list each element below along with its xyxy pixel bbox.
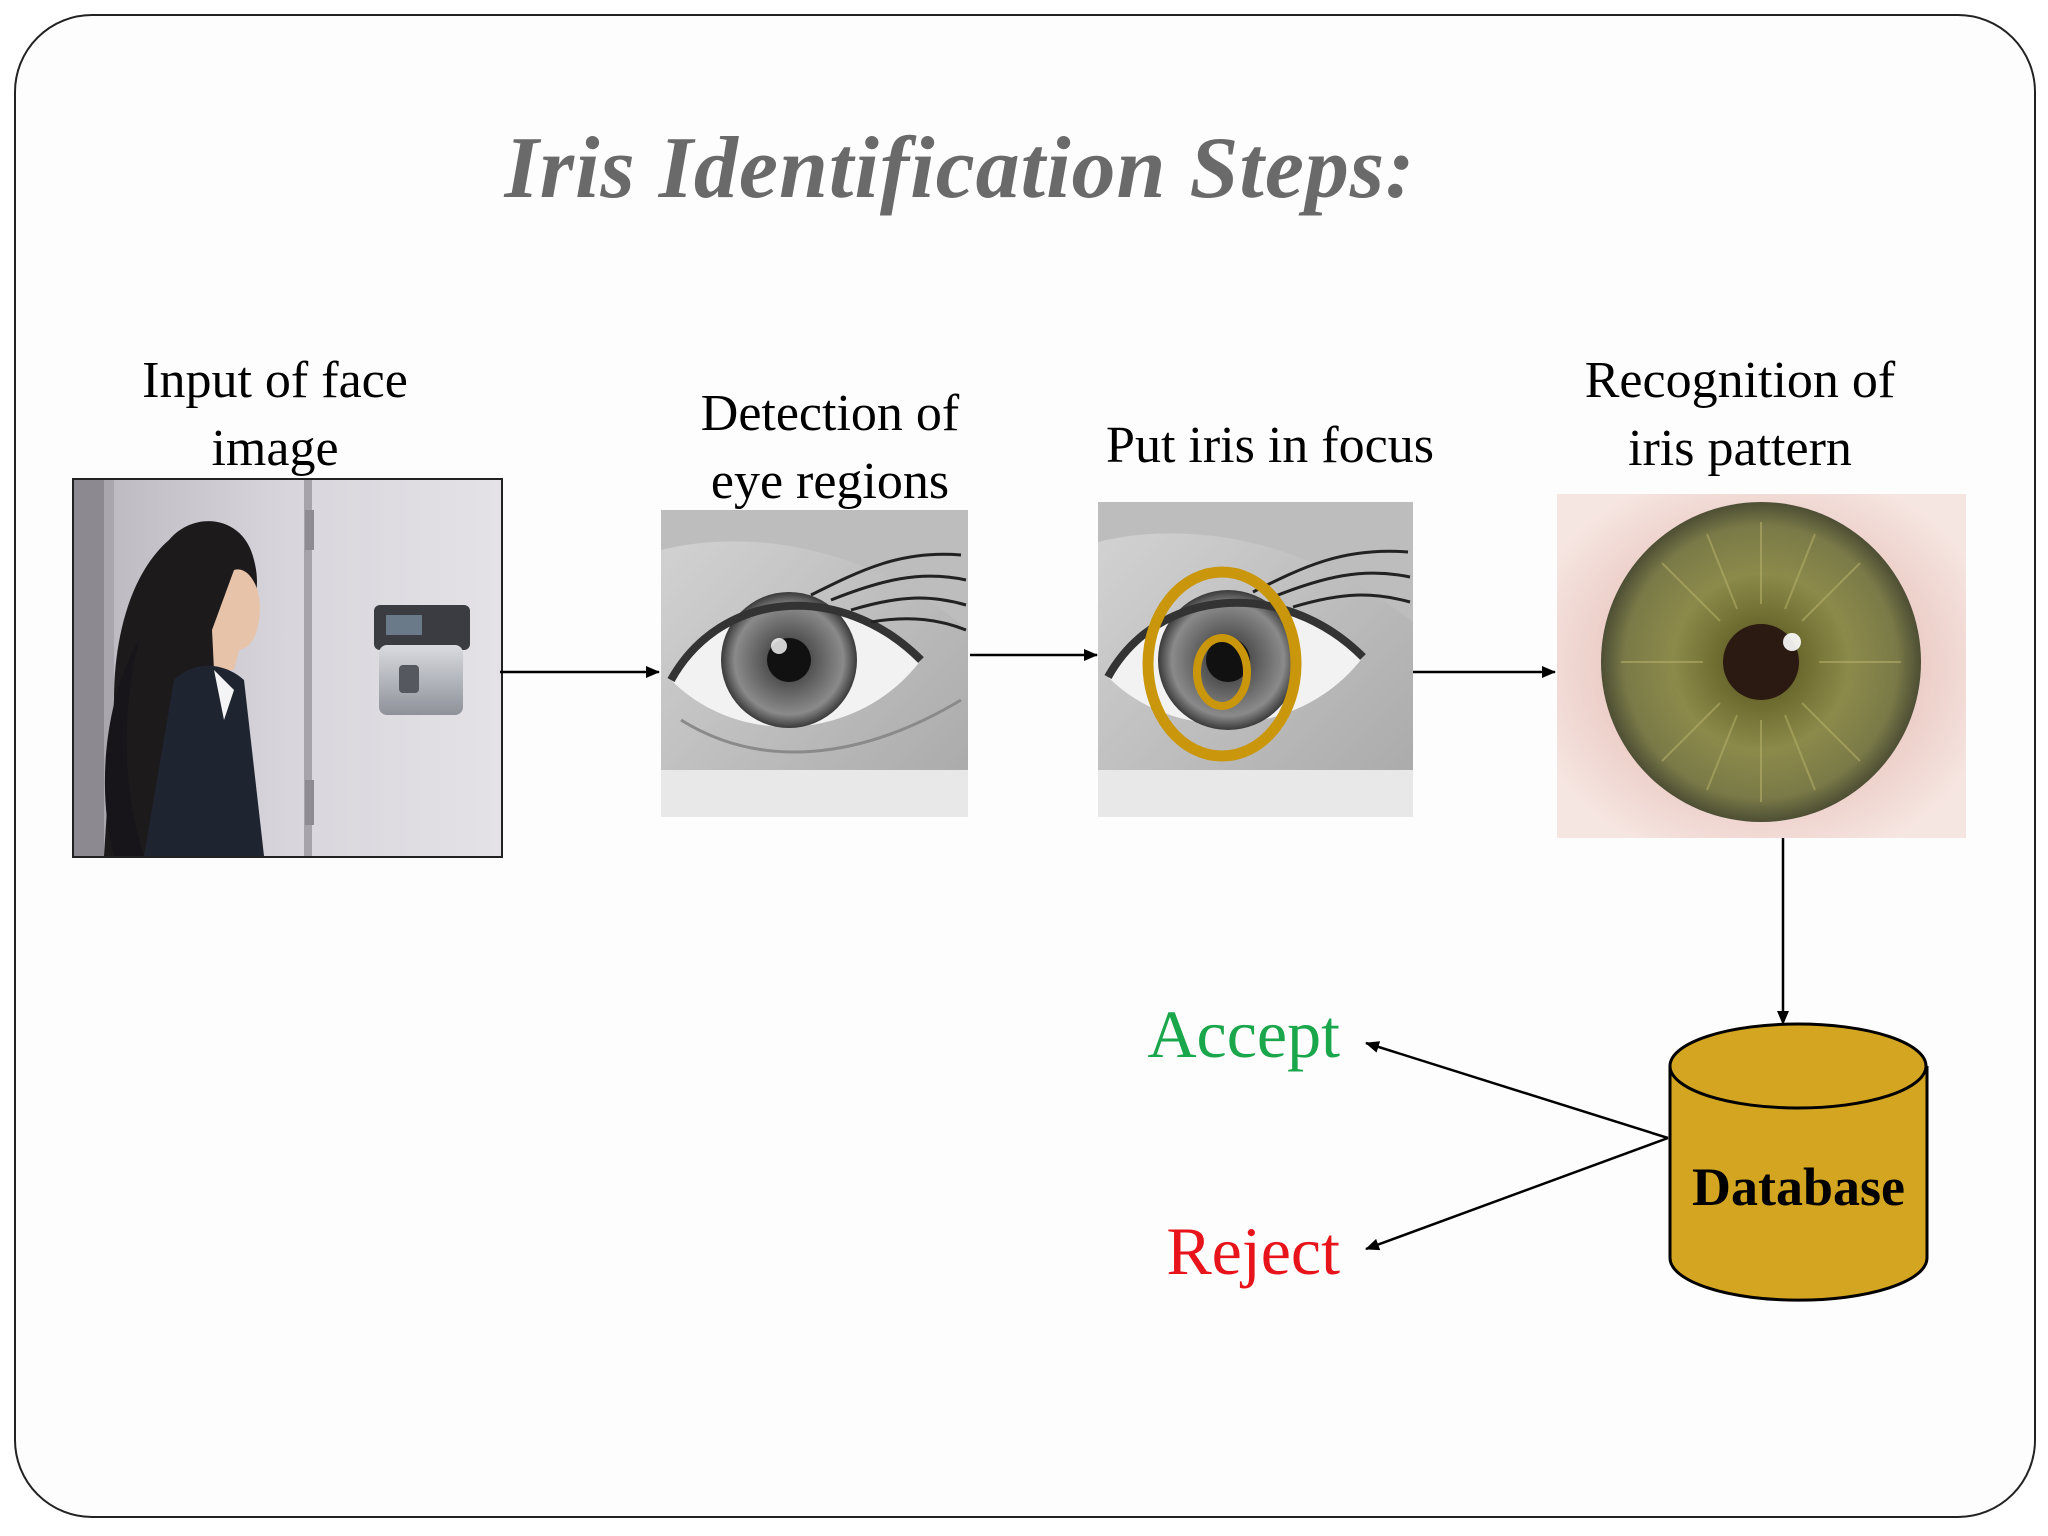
iris-pattern-photo: [1557, 494, 1966, 838]
step-4-line1: Recognition of: [1584, 352, 1896, 409]
accept-label: Accept: [1147, 996, 1340, 1072]
inner-focus-ring: [1193, 634, 1251, 710]
outer-focus-ring: [1142, 566, 1302, 762]
step-4-line2: iris pattern: [1628, 420, 1852, 477]
arrow-database-to-accept: [1365, 1041, 1669, 1140]
step-1-line2: image: [211, 420, 339, 477]
step-2-label: Detection of eye regions: [660, 380, 1000, 516]
step-2-line1: Detection of: [700, 385, 960, 442]
step-1-label: Input of face image: [95, 347, 455, 483]
step-4-label: Recognition of iris pattern: [1540, 347, 1940, 483]
arrow-database-to-reject: [1365, 1136, 1669, 1251]
step-3-line1: Put iris in focus: [1106, 417, 1434, 474]
iris-focus-photo: [1098, 502, 1413, 817]
step-2-line2: eye regions: [710, 453, 950, 510]
face-input-photo: [72, 478, 503, 858]
step-3-label: Put iris in focus: [1070, 412, 1470, 480]
database-label: Database: [1692, 1157, 1905, 1217]
reject-label: Reject: [1166, 1213, 1340, 1289]
database-cylinder: [1668, 1022, 1929, 1302]
slide-title: Iris Identification Steps:: [504, 120, 1416, 217]
eye-detection-photo: [661, 510, 968, 817]
step-1-line1: Input of face: [142, 352, 408, 409]
